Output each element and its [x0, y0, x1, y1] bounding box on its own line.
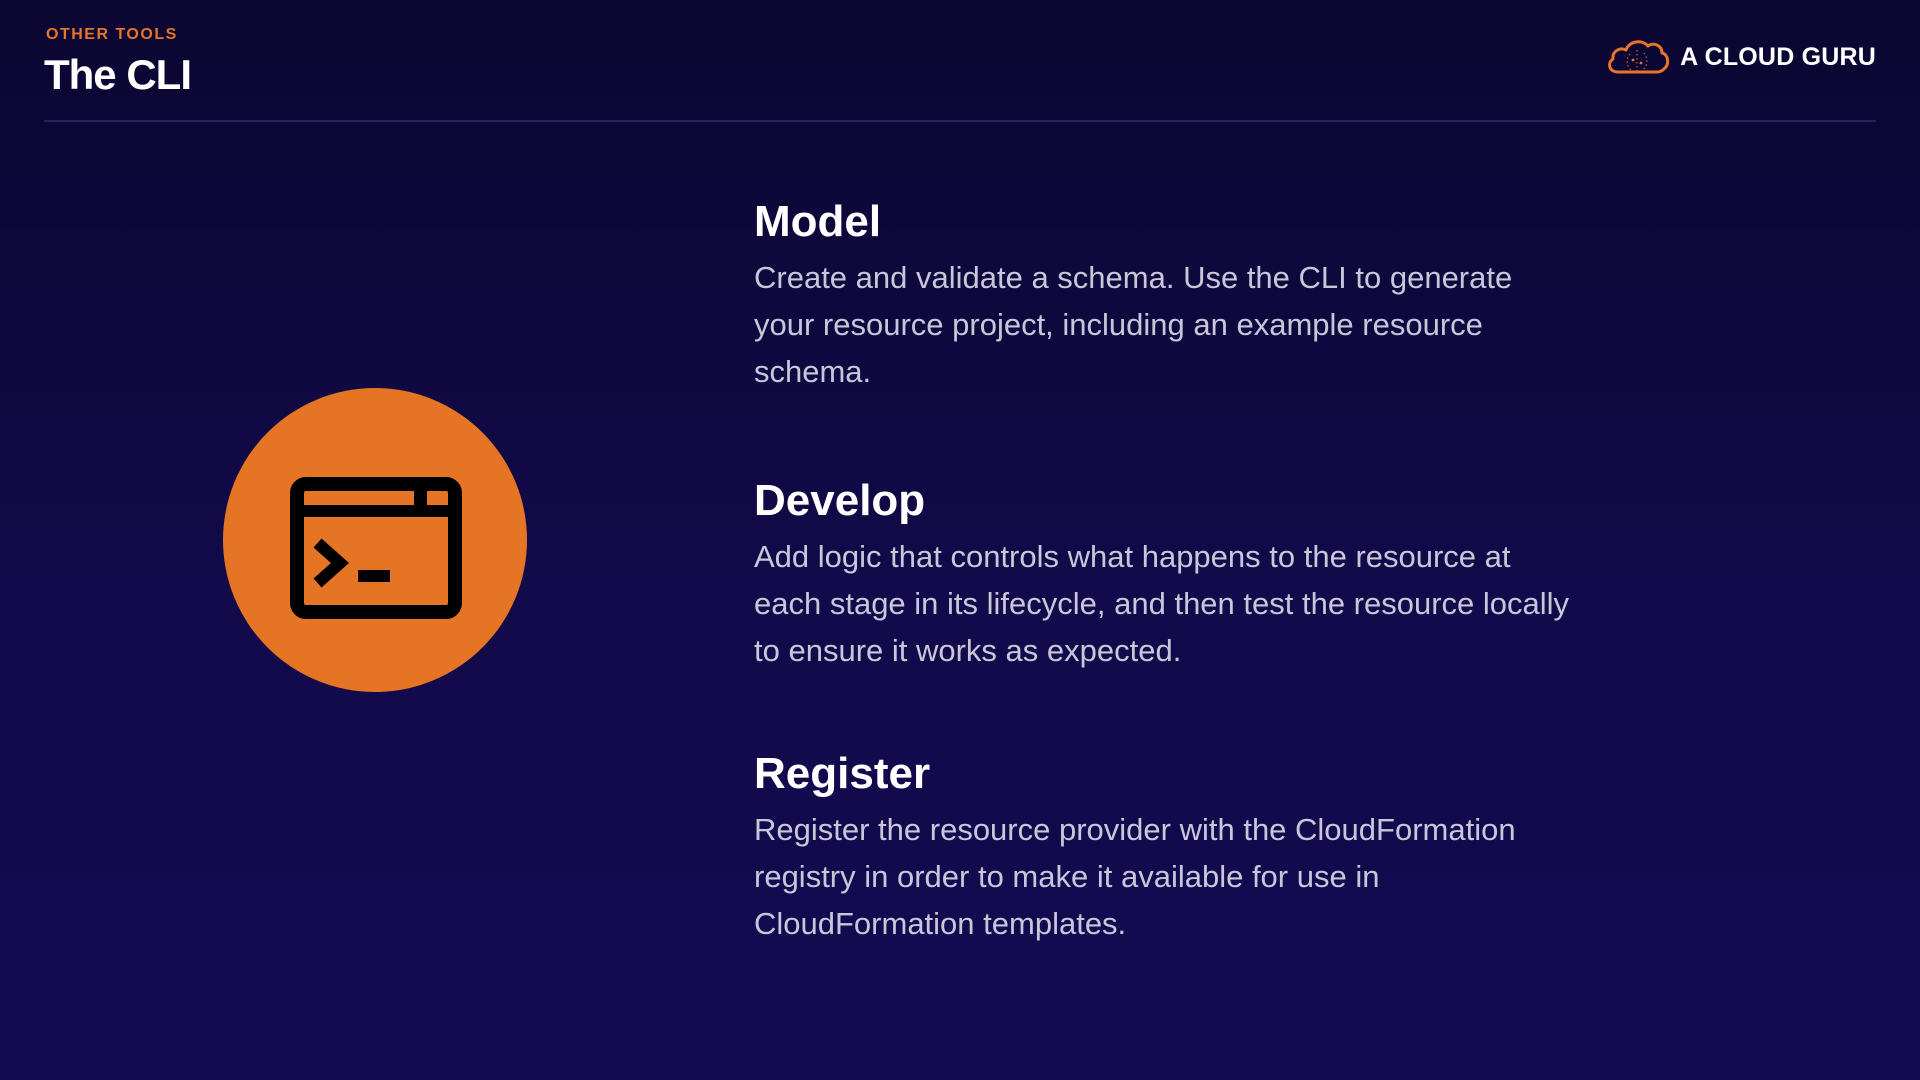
slide-title: The CLI	[44, 51, 192, 98]
step-heading: Develop	[754, 476, 926, 525]
step-heading: Model	[754, 197, 882, 246]
step-register: Register Register the resource provider …	[754, 748, 1614, 947]
section-eyebrow: OTHER TOOLS	[46, 26, 178, 43]
step-description: Add logic that controls what happens to …	[754, 539, 1570, 668]
step-description: Register the resource provider with the …	[754, 812, 1516, 941]
brand-name: A CLOUD GURU	[1680, 43, 1876, 71]
slide-header: OTHER TOOLS The CLI A CLOUD GURU	[44, 0, 1876, 122]
step-develop: Develop Add logic that controls what hap…	[754, 475, 1614, 674]
step-heading: Register	[754, 749, 931, 798]
terminal-window-icon	[290, 477, 462, 619]
step-description: Create and validate a schema. Use the CL…	[754, 260, 1513, 389]
step-model: Model Create and validate a schema. Use …	[754, 196, 1614, 395]
cli-icon-circle	[223, 388, 527, 692]
cloud-logo-icon	[1608, 40, 1670, 74]
brand-logo: A CLOUD GURU	[1604, 36, 1876, 78]
